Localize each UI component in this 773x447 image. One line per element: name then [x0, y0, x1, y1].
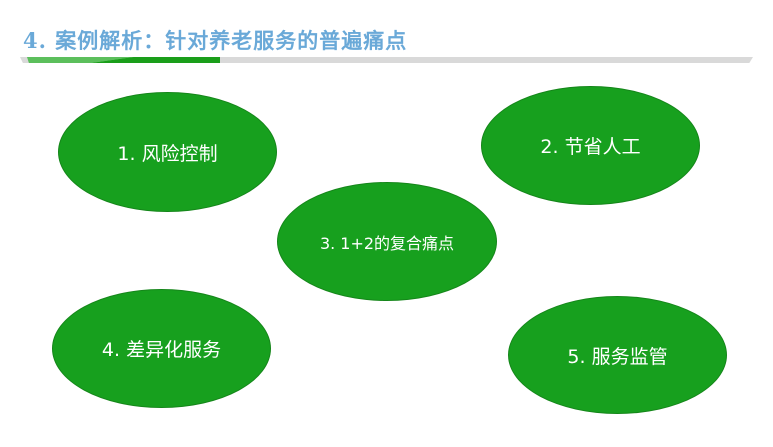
pain-point-save-labor: 2. 节省人工 — [481, 86, 700, 205]
title-underline-accent — [27, 57, 220, 63]
pain-point-label: 4. 差异化服务 — [101, 339, 222, 361]
pain-point-label: 3. 1+2的复合痛点 — [319, 233, 455, 253]
pain-point-label: 5. 服务监管 — [567, 345, 668, 368]
pain-point-label: 1. 风险控制 — [117, 142, 218, 165]
pain-point-combined: 3. 1+2的复合痛点 — [277, 182, 497, 301]
slide-title: 4. 案例解析：针对养老服务的普遍痛点 — [23, 28, 408, 53]
pain-point-risk-control: 1. 风险控制 — [58, 92, 277, 212]
pain-point-service-supervision: 5. 服务监管 — [508, 296, 727, 414]
pain-point-label: 2. 节省人工 — [540, 136, 641, 158]
title-underline-bar — [20, 57, 753, 63]
pain-point-differentiated-service: 4. 差异化服务 — [52, 289, 271, 408]
